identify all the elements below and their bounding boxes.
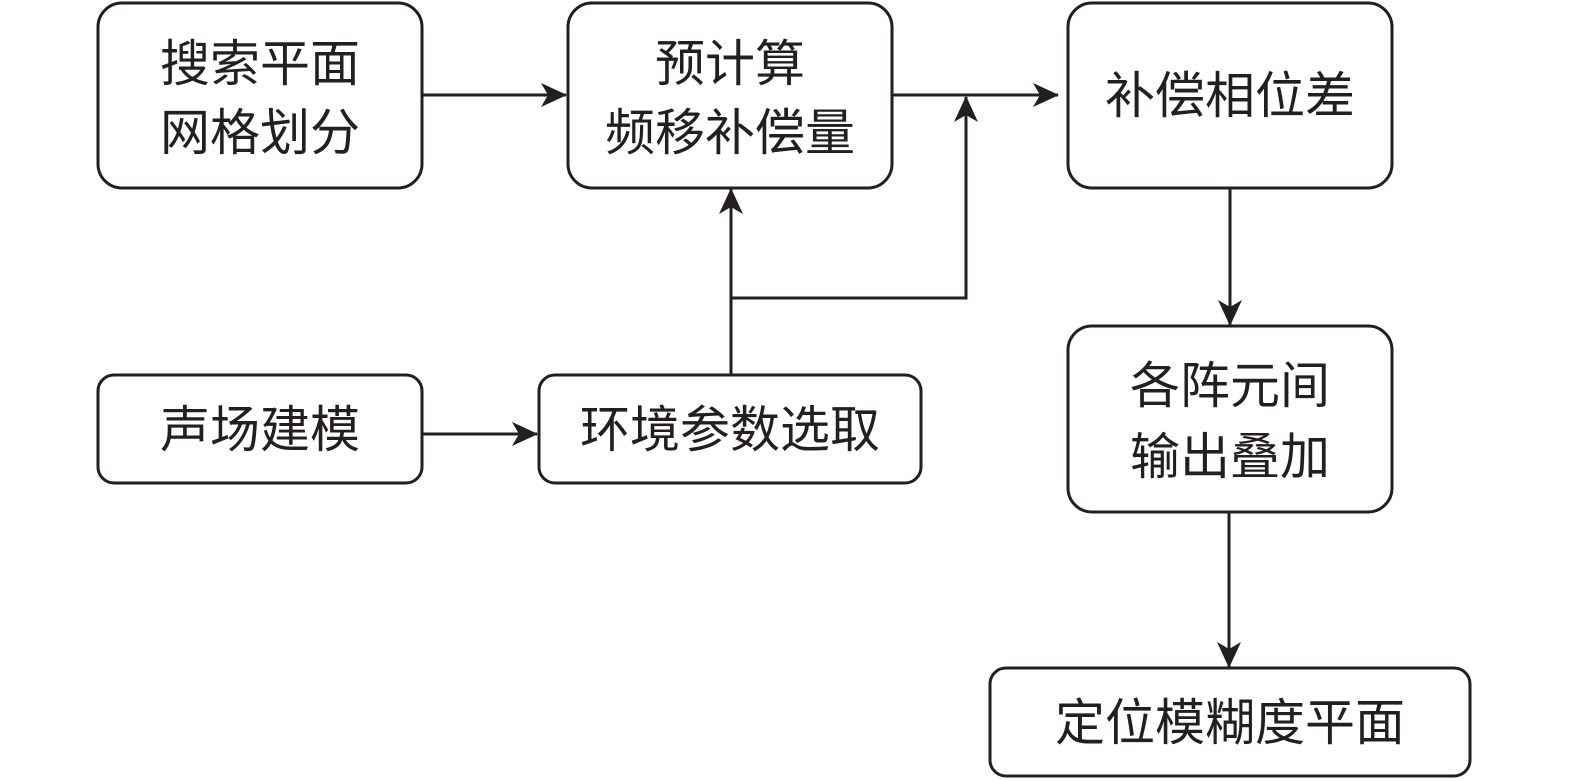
node-ambiguity-plane: 定位模糊度平面	[988, 666, 1472, 778]
node-array-sum-line-1: 各阵元间	[1130, 357, 1330, 415]
node-array-sum: 各阵元间 输出叠加	[1066, 324, 1394, 514]
arrow-env-params-to-main-line	[731, 96, 978, 300]
node-env-params-line-1: 环境参数选取	[580, 401, 880, 459]
node-precompute: 预计算 频移补偿量	[566, 1, 894, 190]
node-search-grid-line-2: 网格划分	[160, 104, 360, 162]
node-env-params: 环境参数选取	[537, 373, 923, 485]
node-compensate: 补偿相位差	[1066, 1, 1394, 190]
node-acoustic-model-line-1: 声场建模	[160, 401, 360, 459]
node-ambiguity-plane-line-1: 定位模糊度平面	[1055, 694, 1405, 752]
node-compensate-line-1: 补偿相位差	[1105, 67, 1355, 125]
node-array-sum-line-2: 输出叠加	[1130, 428, 1330, 486]
node-precompute-line-1: 预计算	[655, 35, 805, 93]
node-search-grid-line-1: 搜索平面	[160, 35, 360, 93]
connectors	[422, 83, 1242, 668]
node-acoustic-model: 声场建模	[96, 373, 424, 485]
node-search-grid: 搜索平面 网格划分	[96, 1, 424, 190]
node-precompute-line-2: 频移补偿量	[605, 104, 855, 162]
